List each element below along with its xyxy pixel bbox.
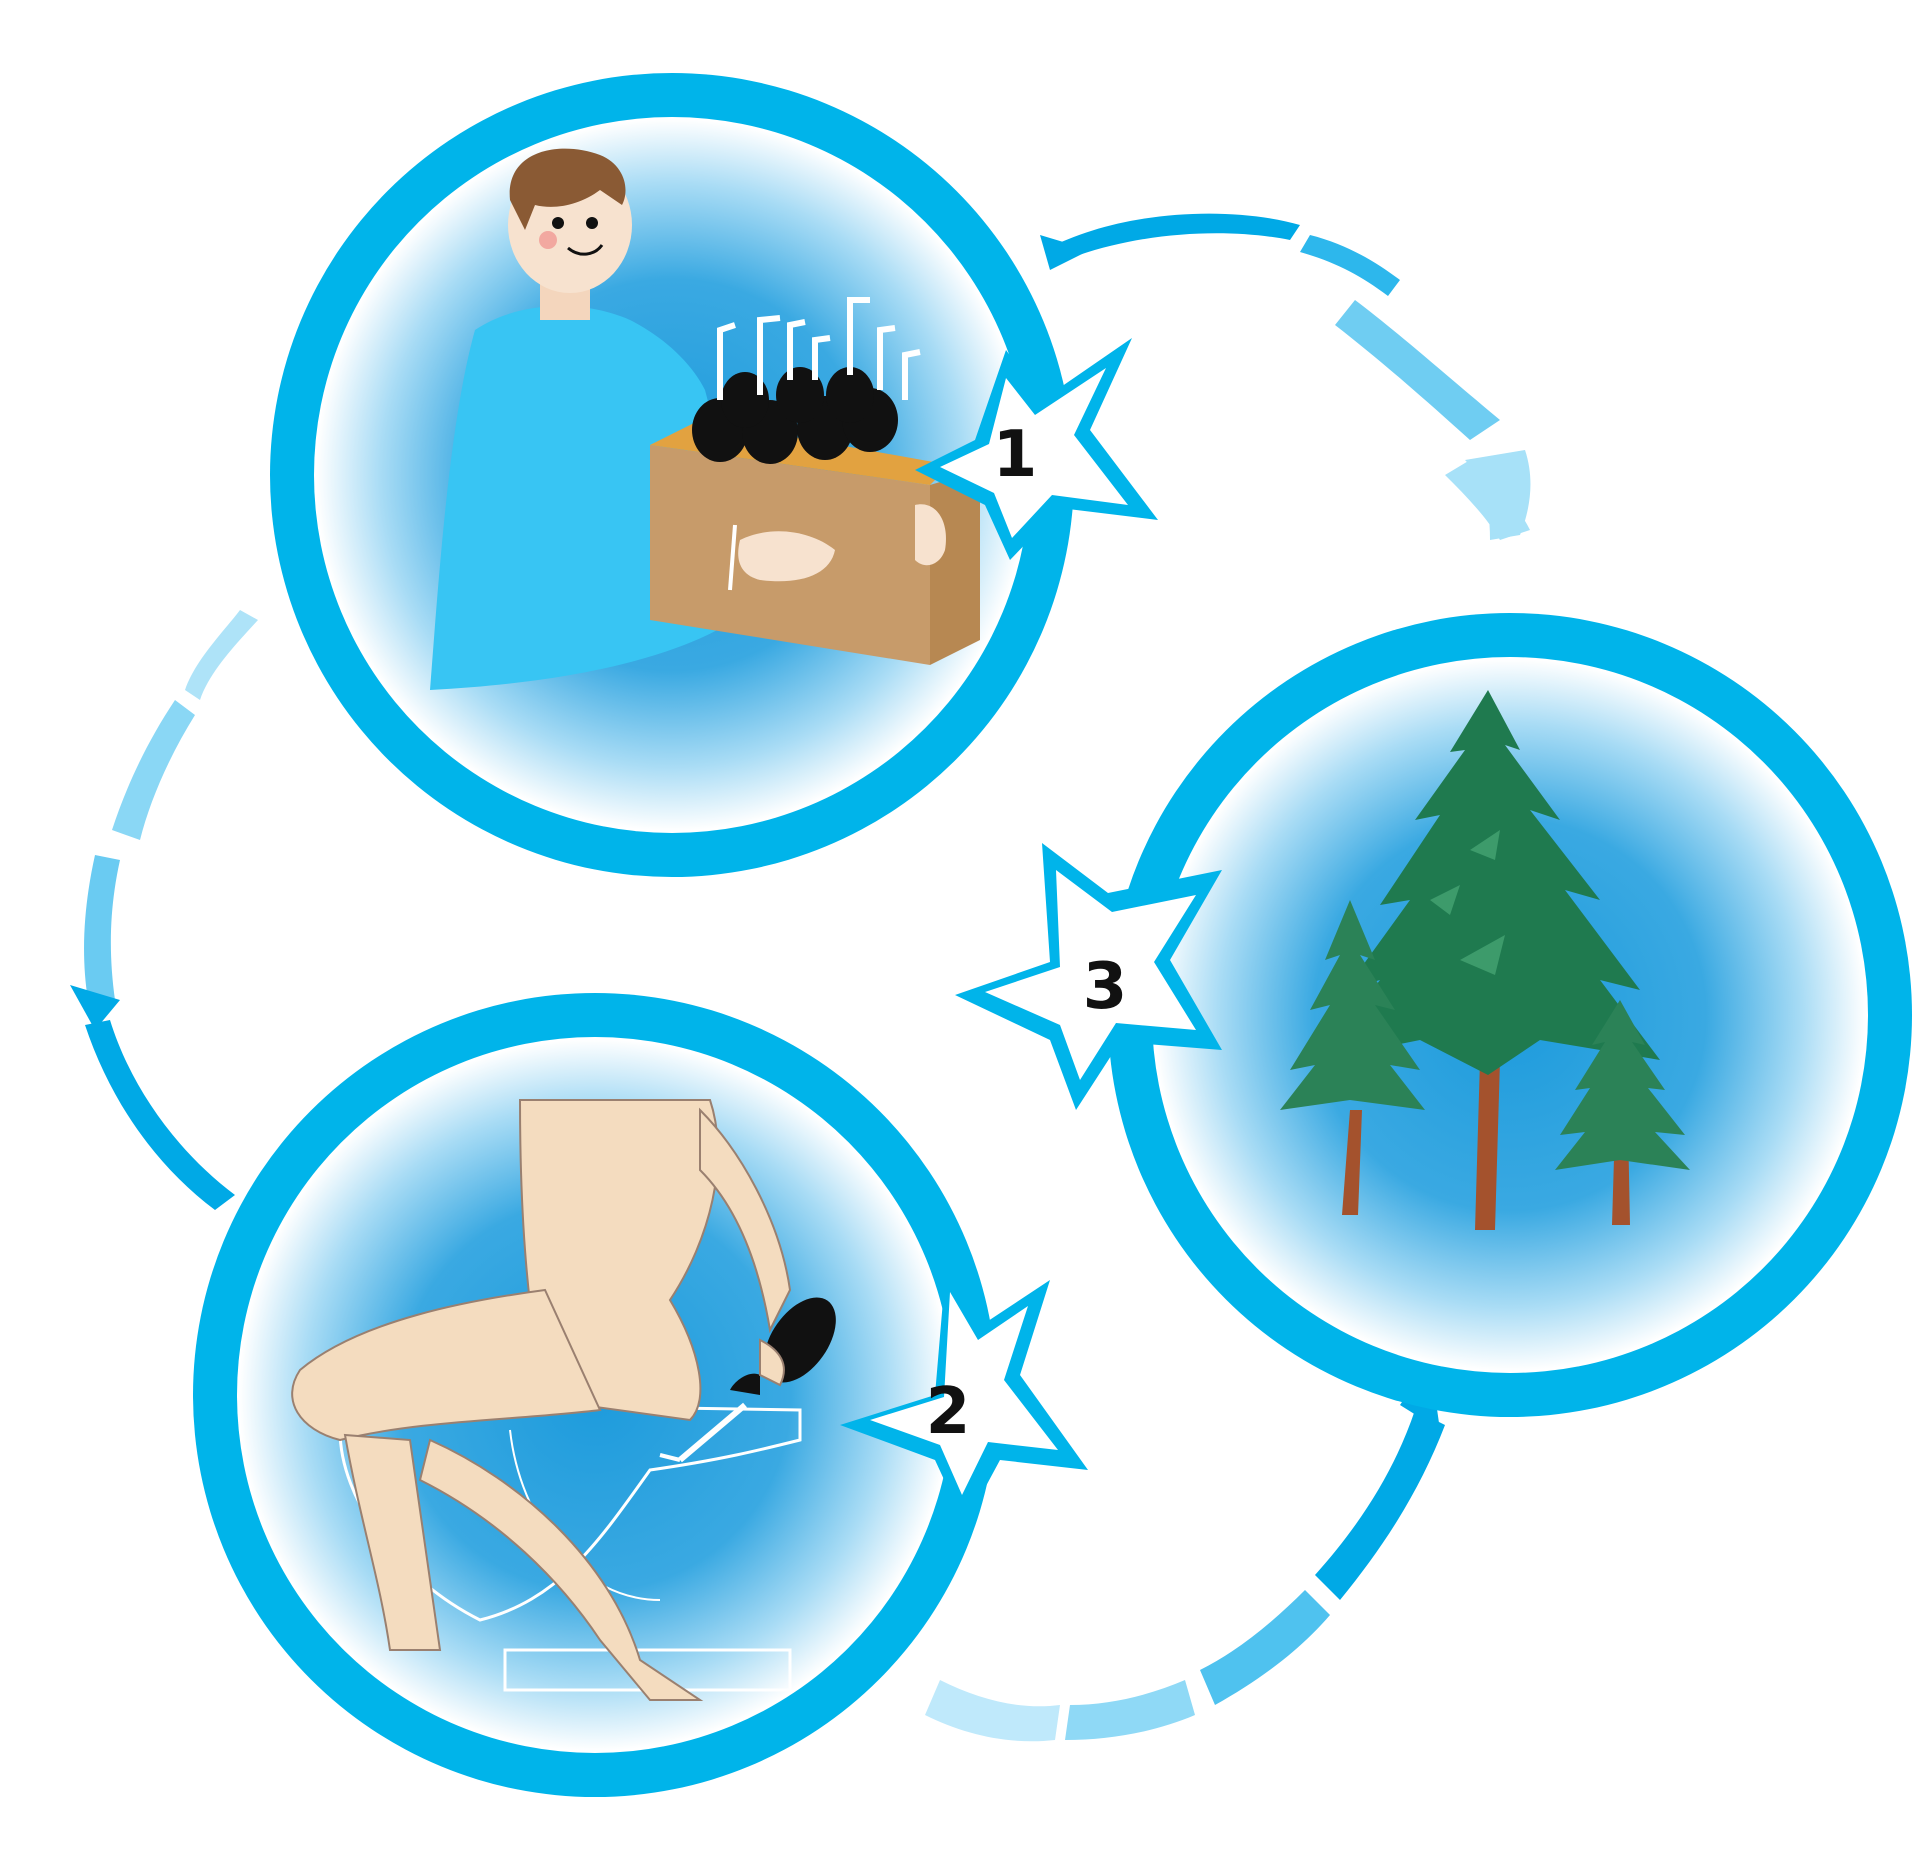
step-1-star: 1 — [915, 338, 1158, 560]
person-using-bulb-syringe-on-toilet-icon — [291, 1099, 836, 1701]
step-3-number: 3 — [1083, 950, 1128, 1024]
step-2-number: 2 — [926, 1375, 971, 1449]
person-carrying-box-of-bulb-syringes-icon — [430, 148, 980, 690]
step-3-star: 3 — [955, 843, 1222, 1110]
step-3-circle — [1108, 613, 1912, 1417]
step-1-number: 1 — [993, 418, 1038, 492]
pine-trees-icon — [1280, 690, 1690, 1230]
arrow-1-to-3 — [1040, 213, 1531, 540]
step-2-star: 2 — [840, 1265, 1088, 1525]
arrow-2-to-1 — [70, 610, 258, 1210]
arrow-3-to-2 — [925, 1360, 1445, 1742]
step-2-circle — [193, 993, 997, 1797]
step-1-circle — [270, 73, 1074, 877]
